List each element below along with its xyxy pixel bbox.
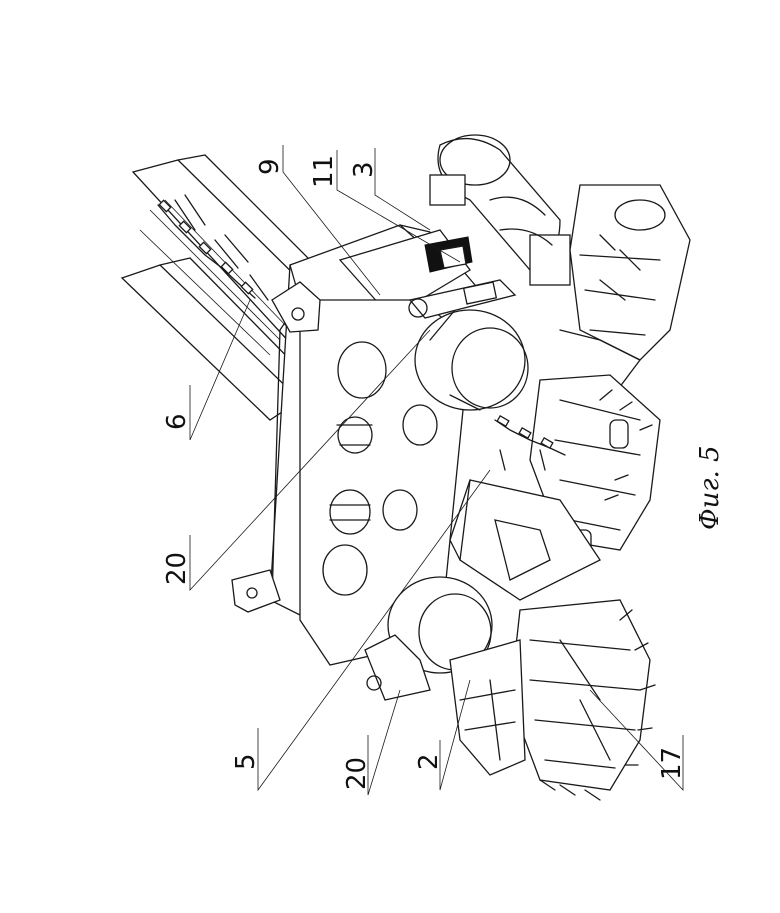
- figure-caption: Фиг. 5: [695, 445, 725, 530]
- callout-20-lower: 20: [342, 757, 372, 790]
- callout-3: 3: [349, 161, 379, 178]
- cutting-drum-upper: [560, 185, 690, 400]
- callout-5: 5: [231, 753, 261, 770]
- callout-17: 17: [657, 747, 687, 780]
- callout-9: 9: [255, 158, 285, 175]
- callout-2: 2: [414, 753, 444, 770]
- motor-upper: [415, 310, 528, 410]
- cutting-drum-lower: [510, 600, 655, 800]
- callout-20-upper: 20: [162, 552, 192, 585]
- lower-base: [450, 640, 525, 775]
- callout-6: 6: [162, 413, 192, 430]
- callout-11: 11: [309, 155, 339, 188]
